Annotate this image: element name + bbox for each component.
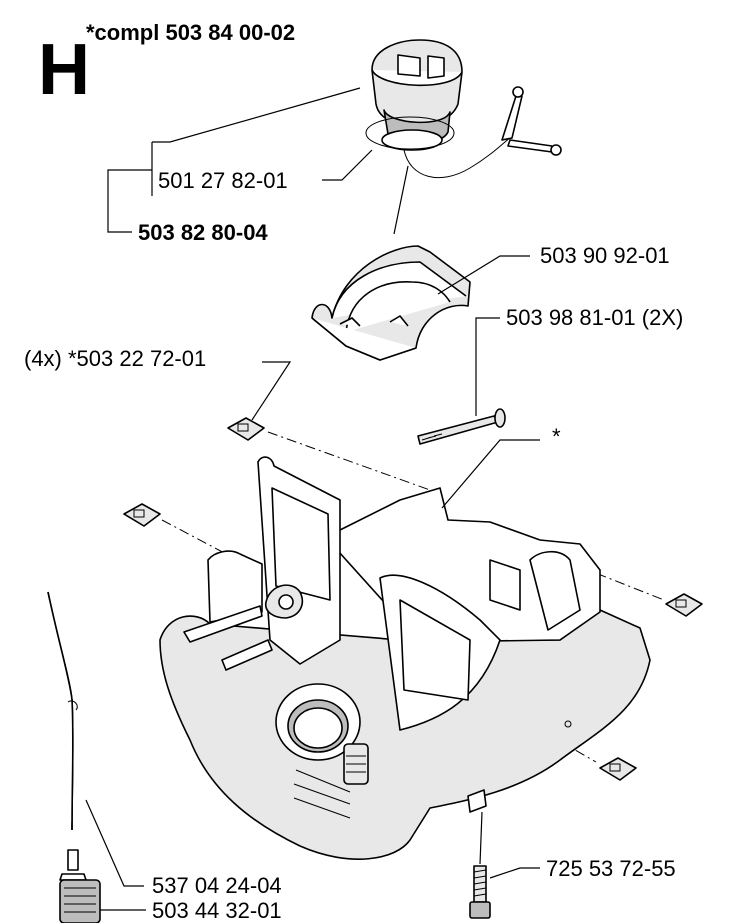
nut-clip-3: [665, 593, 703, 617]
fuel-cap: [365, 39, 562, 179]
screw: [469, 811, 491, 919]
callout-shield: 503 90 92-01: [540, 243, 670, 268]
bracket-cap-assembly: [107, 169, 152, 233]
callout-fuel-hose: 537 04 24-04: [152, 873, 282, 898]
fuel-hose: [47, 591, 78, 831]
leader-cap-gasket: [322, 149, 373, 181]
callout-cap-assembly: 503 82 80-04: [138, 220, 268, 245]
leader-bolt: [475, 317, 500, 416]
leader-tank-asterisk: [441, 439, 540, 509]
nut-clip-2: [123, 503, 161, 527]
bolt: [417, 408, 506, 445]
nut-clip-1: [227, 417, 265, 441]
assembly-label: *compl 503 84 00-02: [86, 20, 295, 45]
leader-screw: [489, 867, 540, 879]
callout-fuel-filter: 503 44 32-01: [152, 898, 282, 923]
leader-fuel-hose: [85, 799, 144, 887]
callout-bolt: 503 98 81-01 (2X): [506, 305, 683, 330]
leader-cap-assembly: [151, 87, 361, 196]
callout-screw: 725 53 72-55: [546, 856, 676, 881]
leader-nut-clip: [251, 361, 292, 421]
callout-cap-gasket: 501 27 82-01: [158, 168, 288, 193]
callout-nut-clip: (4x) *503 22 72-01: [24, 346, 206, 371]
fuel-tank: [159, 456, 651, 860]
callout-tank-asterisk: *: [552, 424, 561, 449]
section-letter: H: [38, 30, 90, 110]
nut-clip-4: [599, 757, 637, 781]
heat-shield: [311, 245, 471, 361]
fuel-filter: [59, 849, 101, 923]
leader-shield: [437, 255, 530, 295]
